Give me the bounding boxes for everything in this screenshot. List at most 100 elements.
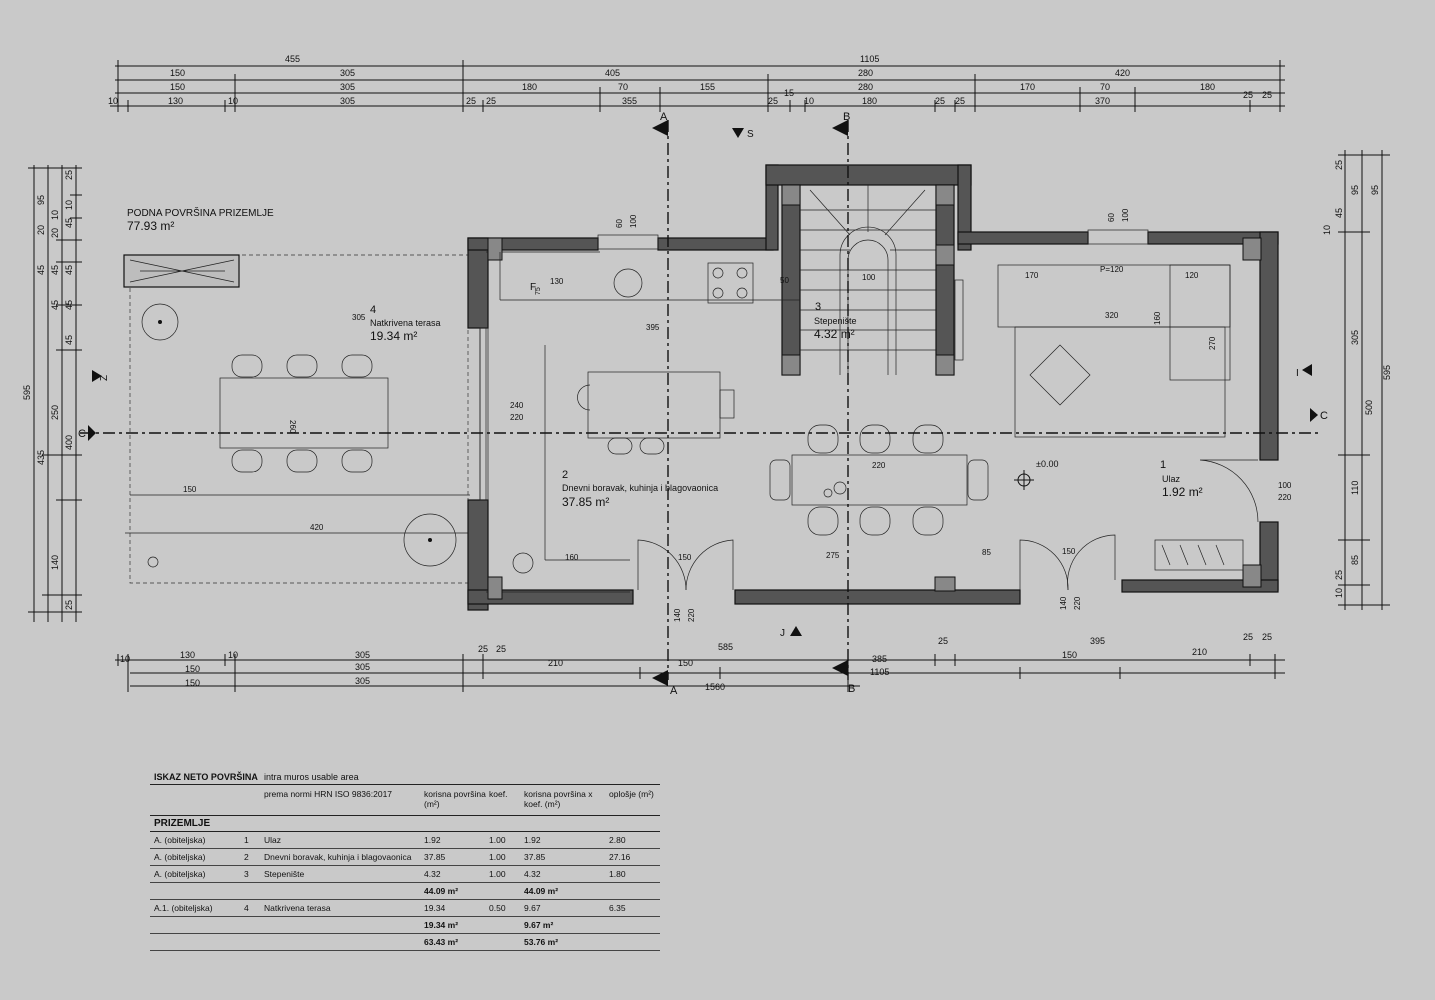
right-dim-c2-1: 10	[1322, 225, 1332, 235]
room-3-number: 3	[815, 301, 821, 313]
right-dim-c2-3: 110	[1350, 481, 1360, 495]
bottom-dim-r2-6: 210	[1192, 647, 1207, 657]
kitchen-island	[587, 371, 721, 439]
section-b-bottom: B	[848, 683, 855, 695]
left-dim-c4-6: 10	[64, 200, 74, 210]
room-2-area: 37.85 m²	[562, 495, 609, 509]
right-dimension-chains: 595 25 95 95 305 45 10 500 110 85 25 10	[1322, 150, 1392, 610]
sink	[613, 268, 643, 298]
kitchen-furniture	[499, 252, 800, 574]
bottom-dim-r1-8: 395	[1090, 636, 1105, 646]
top-dim-r4-9: 10	[804, 96, 814, 106]
subtotal-area: 44.09 m²	[424, 886, 459, 896]
window-label-p120: P=120	[1100, 265, 1124, 274]
left-dim-c3-3: 45	[50, 265, 60, 275]
entrance-dim-100: 100	[1278, 481, 1292, 490]
table-row: A. (obiteljska) 1 Ulaz 1.92 1.00 1.92 2.…	[150, 832, 660, 849]
top-dim-r3-7: 70	[1100, 82, 1110, 92]
sofa-dim-270: 270	[1208, 336, 1217, 350]
top-dim-r4-15: 25	[1262, 90, 1272, 100]
bottom-dim-r1-10: 25	[1262, 632, 1272, 642]
top-dim-r3-1: 305	[340, 82, 355, 92]
entrance-dim-220: 220	[1278, 493, 1292, 502]
top-dimension-chains: 455 1105 150 305 405 280 420 150 305 180…	[108, 54, 1285, 112]
cooktop	[707, 262, 754, 304]
top-dim-r4-3: 305	[340, 96, 355, 106]
floor-area-value: 77.93 m²	[127, 219, 174, 233]
left-dim-c3-0: 95	[36, 195, 46, 205]
top-dim-r3-6: 170	[1020, 82, 1035, 92]
cell-no: 3	[244, 869, 249, 879]
terrace-dim-150: 150	[183, 485, 197, 494]
table-subtotal-row: 19.34 m² 9.67 m²	[150, 917, 660, 934]
cell-name: Stepenište	[264, 869, 305, 879]
room-4-name: Natkrivena terasa	[370, 318, 441, 328]
left-dim-c4-3: 45	[64, 218, 74, 228]
bottom-dim-r1-2: 10	[228, 650, 238, 660]
right-dim-c2-0: 45	[1334, 208, 1344, 218]
top-dim-r4-1: 130	[168, 96, 183, 106]
bottom-dimension-chains: 10 130 10 305 25 25 585 25 395 25 25 150…	[115, 632, 1285, 692]
table-section: PRIZEMLJE	[150, 816, 660, 832]
left-dim-c2-1: 140	[50, 555, 60, 570]
top-dim-r3-2: 180	[522, 82, 537, 92]
cell-surface: 1.80	[609, 869, 626, 879]
cell-type: A. (obiteljska)	[154, 869, 206, 879]
wall-dim-275: 275	[826, 551, 840, 560]
room-2-number: 2	[562, 469, 568, 481]
kitchen-f-label: F	[530, 282, 536, 293]
room-3-area: 4.32 m²	[814, 327, 855, 341]
right-dim-c2-2: 500	[1364, 400, 1374, 415]
room-1-number: 1	[1160, 459, 1166, 471]
door-dim-150-left: 150	[678, 553, 692, 562]
living-area	[997, 264, 1231, 438]
bottom-dim-r2-5: 150	[1062, 650, 1077, 660]
right-dim-c2-5: 25	[1334, 570, 1344, 580]
bottom-dim-r1-1: 130	[180, 650, 195, 660]
table-subtotal-row: 44.09 m² 44.09 m²	[150, 883, 660, 900]
top-dim-r2-0: 150	[170, 68, 185, 78]
door-dim-220: 220	[510, 413, 524, 422]
cell-surface: 2.80	[609, 835, 626, 845]
sofa-dim-120: 120	[1185, 271, 1199, 280]
right-dim-c1-2: 95	[1370, 185, 1380, 195]
right-dim-c1-3: 305	[1350, 330, 1360, 345]
left-dim-c4-2: 10	[50, 210, 60, 220]
coffee-table	[1029, 344, 1091, 406]
cell-area: 37.85	[424, 852, 446, 862]
cell-no: 4	[244, 903, 249, 913]
total-area: 63.43 m²	[424, 937, 459, 947]
terrace-dim-260: 260	[288, 420, 297, 434]
header-surface: oplošje (m²)	[609, 789, 654, 799]
shoe-cabinet	[1154, 539, 1244, 571]
top-dim-r3-5: 280	[858, 82, 873, 92]
floor-area-label: PODNA POVRŠINA PRIZEMLJE	[127, 206, 274, 219]
sofa-dim-170: 170	[1025, 271, 1039, 280]
section-c-left: C	[78, 428, 86, 440]
cell-no: 1	[244, 835, 249, 845]
cell-type: A. (obiteljska)	[154, 852, 206, 862]
building-walls	[467, 164, 1279, 611]
right-dim-c1-1: 95	[1350, 185, 1360, 195]
net-area-table: ISKAZ NETO POVRŠINA intra muros usable a…	[150, 770, 660, 951]
cell-area: 19.34	[424, 903, 446, 913]
outdoor-dining-table	[219, 377, 389, 449]
cell-net: 9.67	[524, 903, 541, 913]
left-dim-c4-0: 25	[64, 170, 74, 180]
bottom-dim-r1-7: 25	[938, 636, 948, 646]
bottom-dim-r3-2: 1560	[705, 682, 725, 692]
door-dim-150-right: 150	[1062, 547, 1076, 556]
living-dim-395: 395	[646, 323, 660, 332]
section-a-bottom: A	[670, 685, 678, 697]
top-dim-r2-3: 280	[858, 68, 873, 78]
header-norm: prema normi HRN ISO 9836:2017	[264, 789, 393, 799]
left-dim-c4-7: 45	[64, 335, 74, 345]
kitchen-dim-160: 160	[565, 553, 579, 562]
cell-net: 1.92	[524, 835, 541, 845]
bottom-dim-r2-3: 150	[678, 658, 693, 668]
cell-type: A.1. (obiteljska)	[154, 903, 213, 913]
bottom-dim-r3-0: 150	[185, 678, 200, 688]
top-dim-r4-13: 370	[1095, 96, 1110, 106]
level-value: ±0.00	[1036, 459, 1058, 469]
door-dim-220-right: 220	[1073, 596, 1082, 610]
